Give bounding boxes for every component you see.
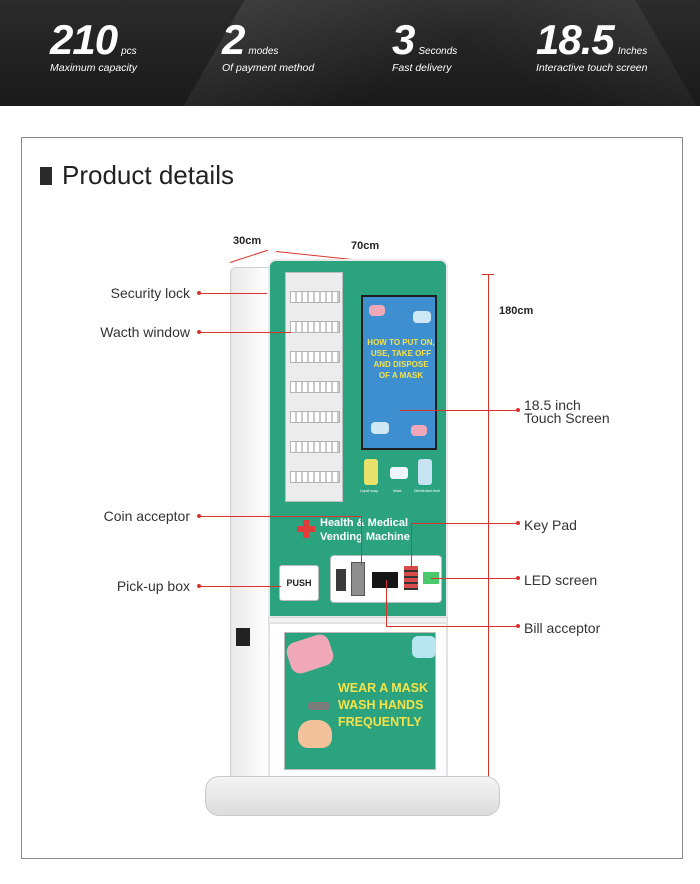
stat-unit: Inches (617, 46, 648, 57)
product-label: Mask (393, 489, 402, 493)
mask-icon (413, 311, 431, 323)
touch-screen-label: 18.5 inch Touch Screen (524, 397, 610, 426)
mask-icon (371, 422, 389, 434)
coin-acceptor-label: Coin acceptor (103, 508, 190, 524)
shelf (290, 441, 340, 453)
callout-line-window (199, 332, 291, 333)
product-label: Disinfectant fluid (414, 489, 440, 493)
screen-text: HOW TO PUT ON, USE, TAKE OFF AND DISPOSE… (367, 338, 435, 380)
callout-line-keypad (411, 523, 518, 524)
machine-side-panel (230, 267, 270, 782)
callout-line-pickup (199, 586, 281, 587)
height-dimension-cap (482, 274, 494, 275)
bill-acceptor[interactable] (372, 572, 398, 588)
shelf (290, 411, 340, 423)
pickup-box-push[interactable]: PUSH (279, 565, 319, 601)
side-slot (236, 628, 250, 646)
coin-slot[interactable] (336, 569, 346, 591)
hands-icon (298, 720, 332, 748)
security-lock-label: Security lock (110, 285, 190, 301)
poster-line: FREQUENTLY (338, 715, 422, 729)
stat-unit: modes (248, 46, 279, 57)
mask-icon (390, 467, 408, 479)
key-pad-label: Key Pad (524, 517, 577, 533)
section-title: Product details (62, 160, 234, 190)
poster-line: WEAR A MASK (338, 681, 429, 695)
callout-dot (516, 624, 520, 628)
callout-dot (516, 576, 520, 580)
mask-icon (411, 425, 427, 436)
mask-icon (412, 636, 436, 658)
stat-description: Interactive touch screen (536, 62, 648, 74)
height-label: 180cm (499, 305, 534, 317)
poster-line: WASH HANDS (338, 698, 424, 712)
shelf (290, 381, 340, 393)
product-details-panel (21, 137, 683, 859)
heading-marker-icon (40, 166, 52, 185)
banner-line: Health & Medical (320, 517, 409, 529)
product-label: Liquid soap (360, 489, 378, 493)
callout-line-led (431, 578, 518, 579)
touch-screen[interactable]: HOW TO PUT ON, USE, TAKE OFF AND DISPOSE… (361, 295, 437, 450)
section-heading: Product details (40, 160, 234, 191)
stat-value: 3 (392, 16, 415, 63)
height-dimension-line (488, 274, 489, 796)
shelf (290, 291, 340, 303)
width-label: 70cm (351, 240, 380, 252)
banner-line: Vending Machine (320, 531, 410, 543)
callout-line-touch (400, 410, 518, 411)
stat-description: Fast delivery (392, 62, 452, 74)
medical-cross-icon (297, 520, 315, 538)
coin-acceptor[interactable] (351, 562, 365, 596)
touch-screen-label-line: Touch Screen (524, 410, 610, 426)
shelf (290, 471, 340, 483)
callout-line-security (199, 293, 267, 294)
callout-line-bill-drop (386, 580, 387, 626)
stat-unit: Seconds (418, 46, 458, 57)
depth-label: 30cm (233, 235, 262, 247)
machine-base (205, 776, 500, 816)
product-display-row: Liquid soap Mask Disinfectant fluid (356, 455, 446, 500)
callout-line-coin-drop (361, 516, 362, 566)
stat-value: 2 (222, 16, 245, 63)
shelf (290, 321, 340, 333)
pickup-box-label: Pick-up box (116, 578, 190, 594)
touch-screen-label-line: 18.5 inch (524, 397, 581, 413)
stat-value: 210 (50, 16, 118, 63)
watch-window-label: Wacth window (100, 324, 190, 340)
stat-value: 18.5 (536, 16, 615, 63)
led-screen-label: LED screen (524, 572, 598, 588)
soap-bottle-icon (364, 459, 378, 485)
watch-window (285, 272, 343, 502)
callout-line-coin (199, 516, 361, 517)
machine-banner-text: Health & Medical Vending Machine (320, 516, 410, 544)
poster-text: WEAR A MASK WASH HANDS FREQUENTLY (338, 680, 428, 731)
shelf (290, 351, 340, 363)
stat-description: Of payment method (222, 62, 315, 74)
key-pad[interactable] (404, 566, 418, 590)
callout-line-bill (386, 626, 518, 627)
callout-dot (516, 521, 520, 525)
stat-unit: pcs (121, 46, 137, 57)
stat-description: Maximum capacity (50, 62, 137, 74)
bill-acceptor-label: Bill acceptor (524, 620, 601, 636)
tap-icon (308, 702, 330, 710)
mask-icon (369, 305, 385, 316)
callout-line-keypad-drop (411, 523, 412, 569)
disinfectant-bottle-icon (418, 459, 432, 485)
callout-dot (516, 408, 520, 412)
